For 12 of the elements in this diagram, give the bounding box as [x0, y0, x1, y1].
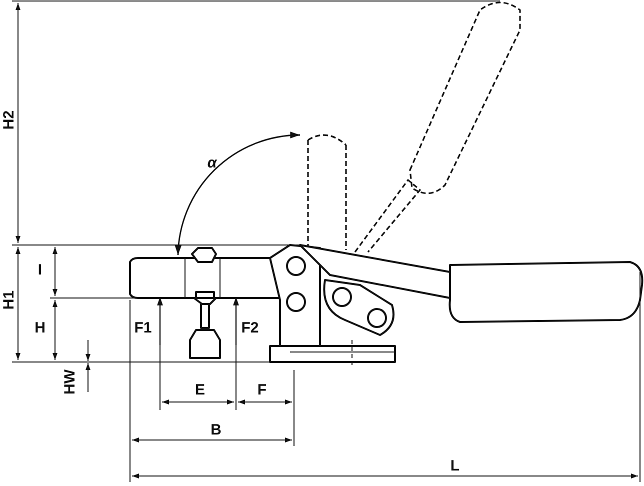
dimension-label: H	[34, 320, 46, 336]
dimension-label: F1	[134, 320, 152, 336]
dimension-label: HW	[62, 370, 78, 394]
dimension-label: F2	[241, 320, 259, 336]
dimension-label: E	[195, 382, 205, 398]
dimension-label: H1	[2, 290, 16, 310]
dimension-label: F	[257, 382, 267, 398]
dimension-label: I	[38, 262, 42, 278]
dimension-label: α	[207, 156, 217, 170]
dimension-label: B	[210, 422, 222, 438]
dimension-label: L	[450, 458, 460, 474]
dimension-label: H2	[2, 110, 16, 130]
